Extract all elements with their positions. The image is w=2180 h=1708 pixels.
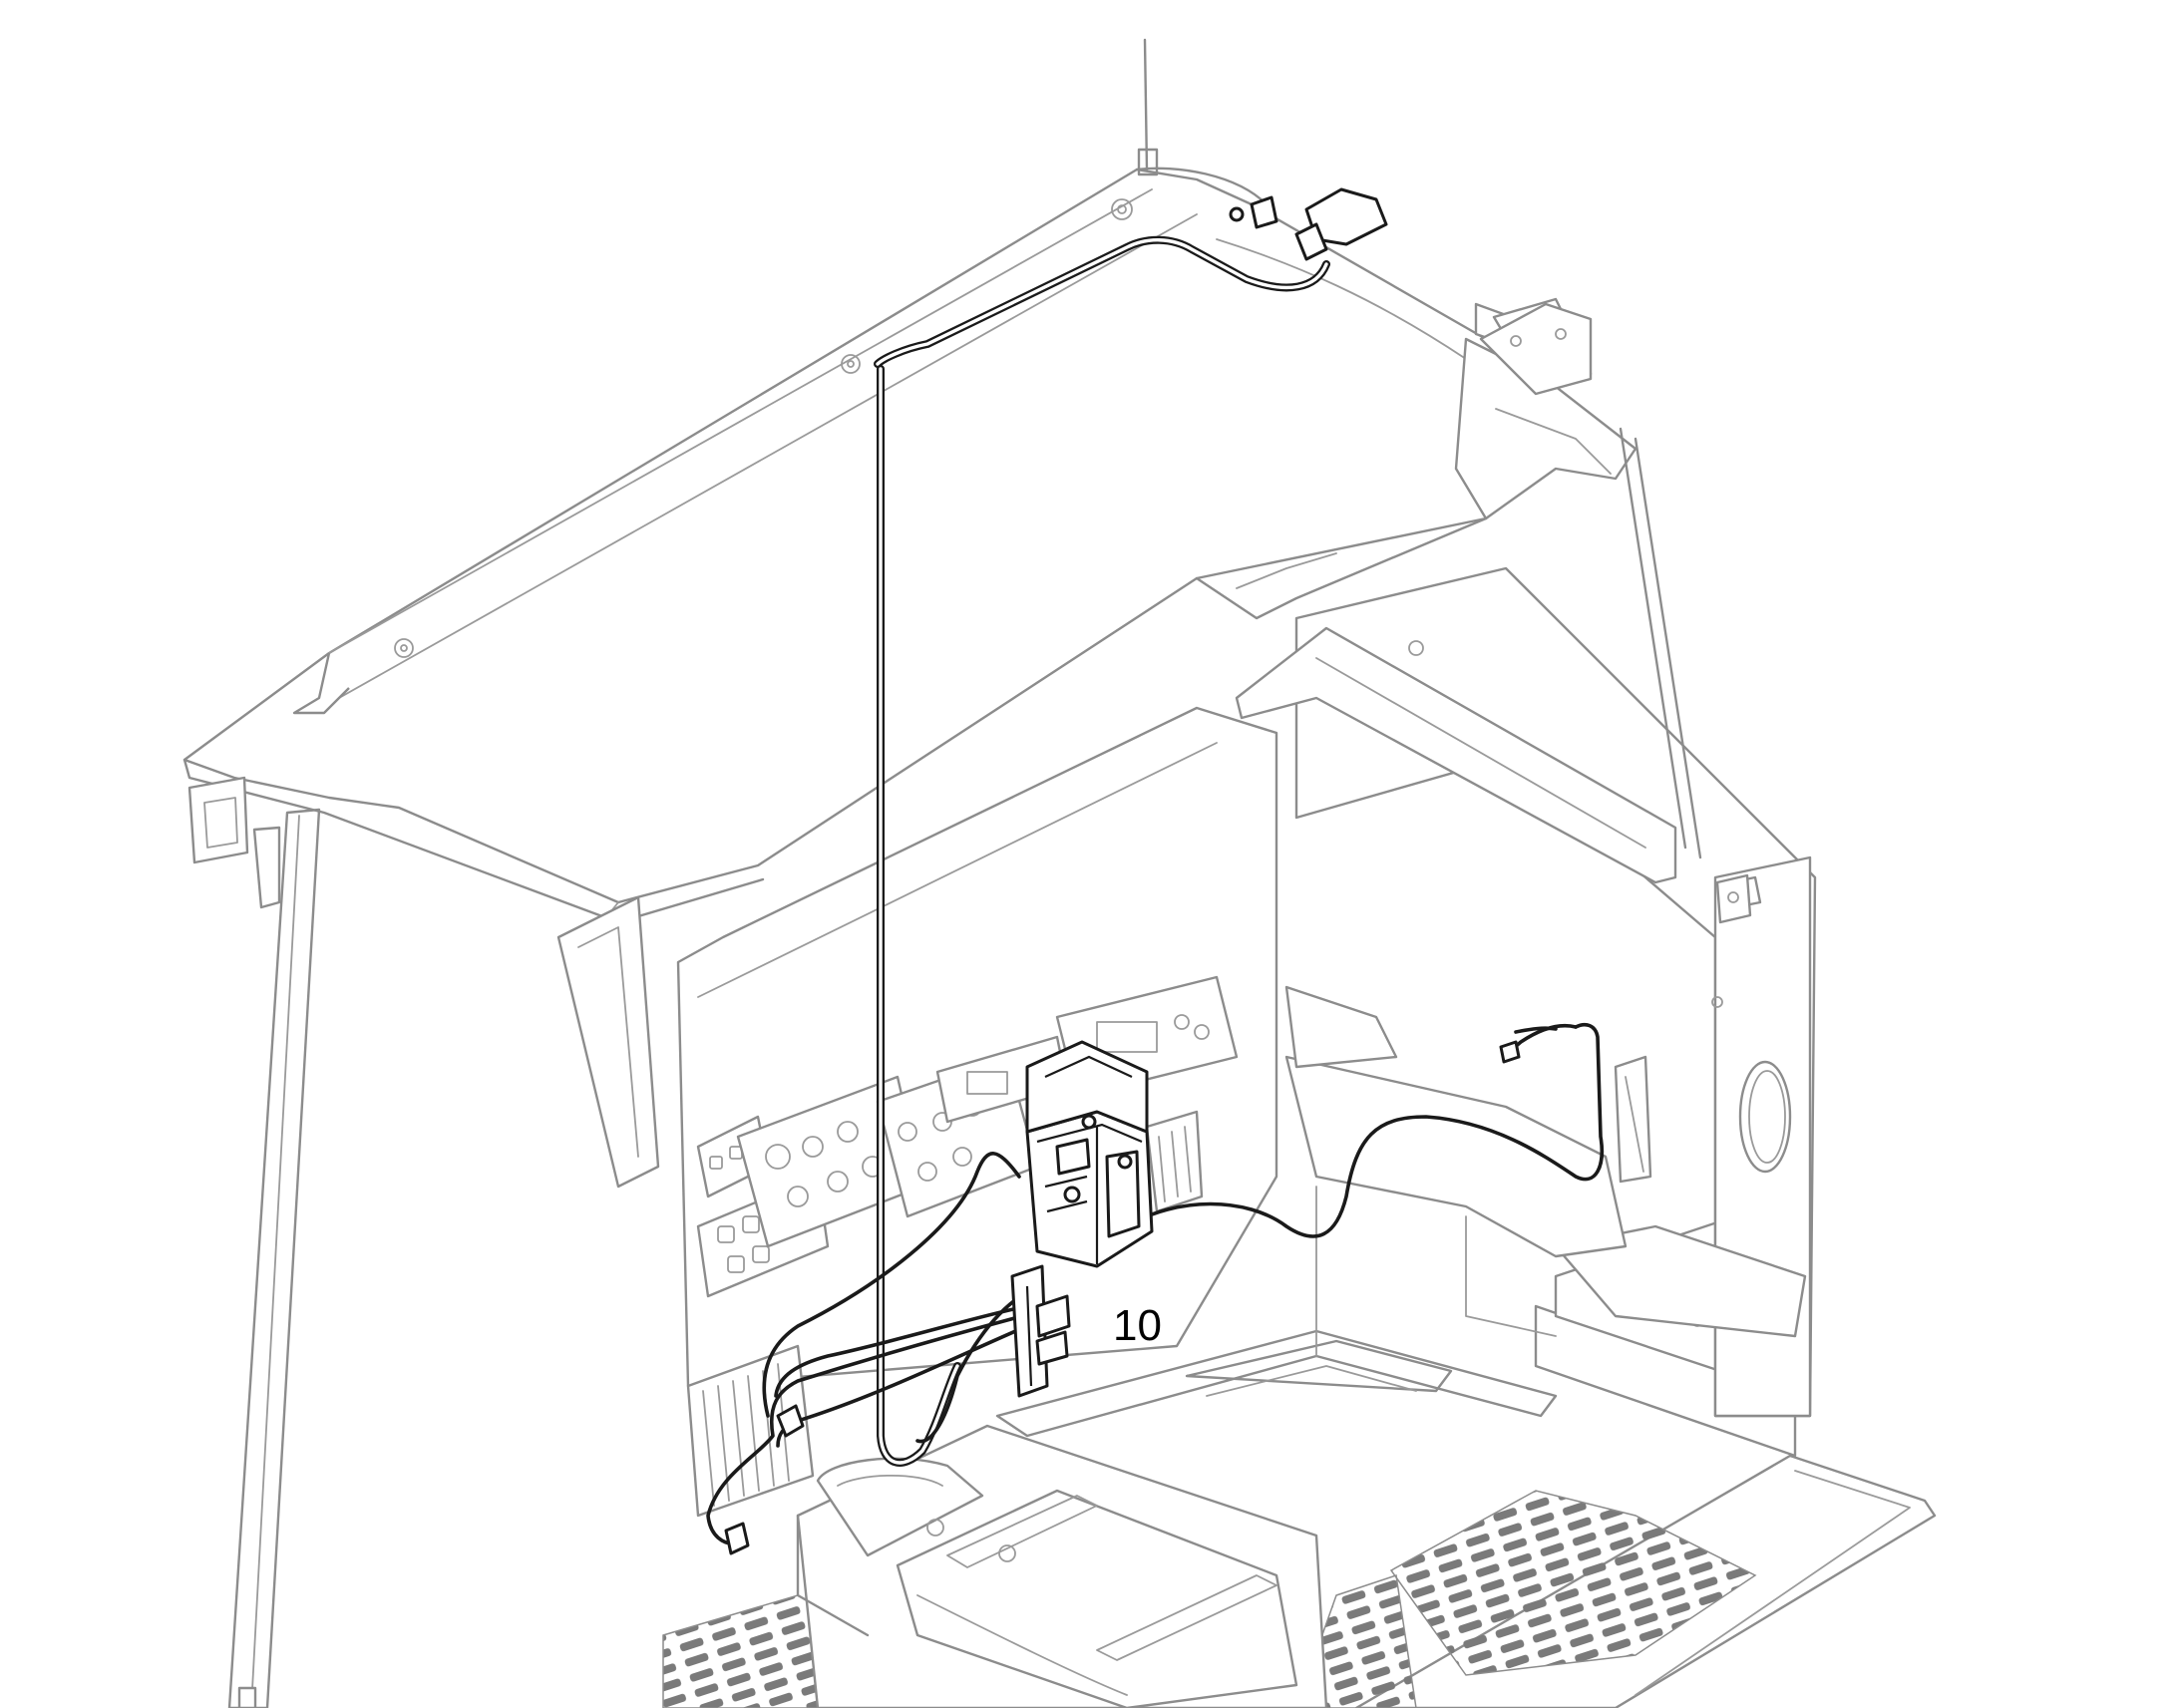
door-hinge xyxy=(1715,873,1752,924)
console-cable-right xyxy=(1125,1022,1604,1238)
left-front-pillar xyxy=(227,808,321,1708)
armrest-console xyxy=(1284,985,1628,1357)
seat-base-frame xyxy=(796,1424,1328,1708)
antenna xyxy=(1137,38,1159,176)
work-light xyxy=(187,776,281,909)
radio-mount-bracket xyxy=(1025,1040,1149,1170)
radio-unit xyxy=(1025,1110,1154,1268)
console-cable-left xyxy=(706,1152,1044,1545)
floor-mat-right xyxy=(1389,1490,1757,1676)
right-rear-pillar xyxy=(1619,427,1702,859)
rear-bracket xyxy=(1479,302,1593,396)
callout-10: 10 xyxy=(1113,1301,1162,1350)
interface-bracket xyxy=(1010,1264,1071,1398)
cable-end-connectors xyxy=(724,1404,805,1555)
roof-canopy xyxy=(182,167,1637,928)
roof-cable-connector xyxy=(1229,187,1388,261)
right-side-frame xyxy=(1554,1055,1807,1338)
main-cable-vertical xyxy=(874,235,1330,1467)
